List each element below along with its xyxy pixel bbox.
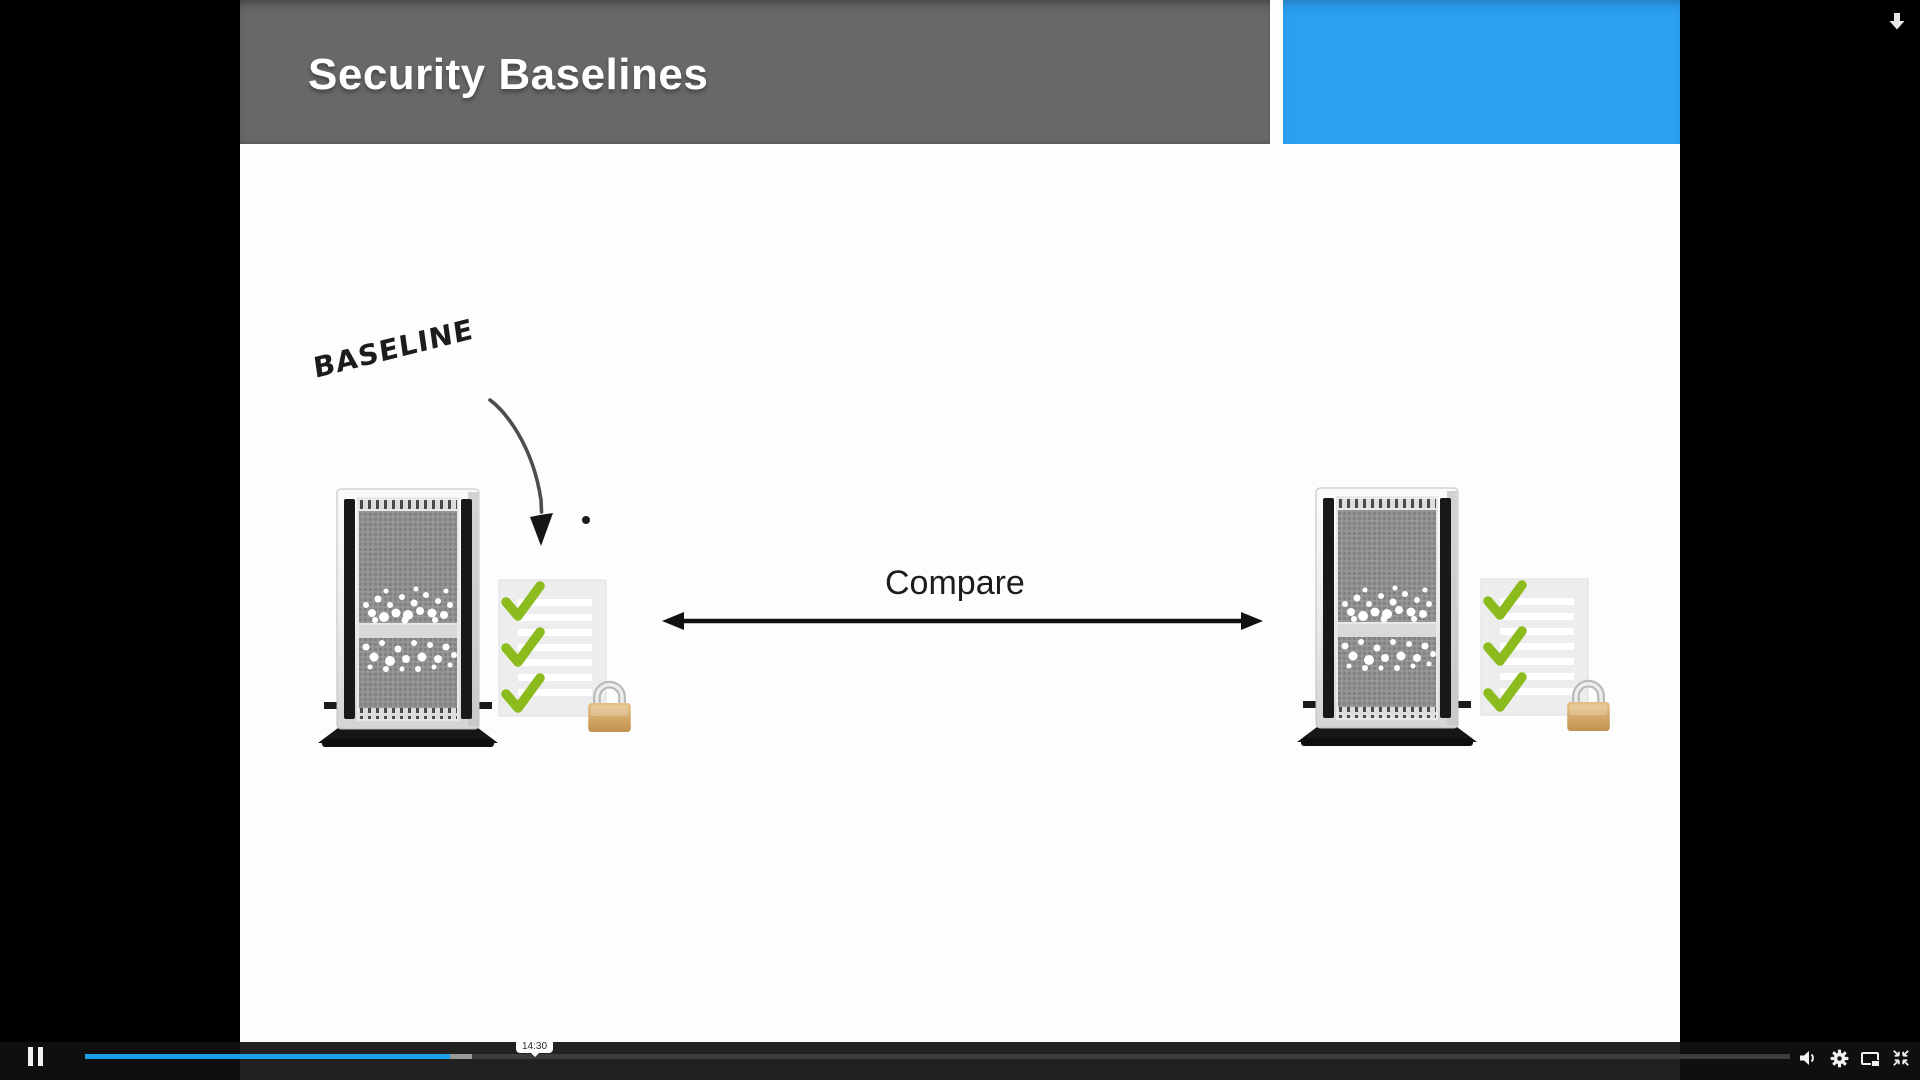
slide-canvas: Security Baselines BASELINE Compare xyxy=(240,0,1680,1080)
picture-in-picture-icon[interactable] xyxy=(1860,1048,1880,1068)
slide-header-accent xyxy=(1283,0,1680,144)
padlock-left-icon xyxy=(588,675,631,733)
volume-icon[interactable] xyxy=(1798,1048,1818,1068)
compare-arrow xyxy=(662,612,1263,630)
progress-bar[interactable]: 14:30 xyxy=(85,1039,1790,1059)
settings-gear-icon[interactable] xyxy=(1829,1048,1849,1068)
padlock-right-icon xyxy=(1567,674,1610,732)
player-right-controls xyxy=(1798,1045,1911,1071)
player-control-bar: 14:30 xyxy=(0,1039,1920,1080)
progress-played xyxy=(85,1054,450,1059)
baseline-annotation: BASELINE xyxy=(311,312,476,385)
curved-arrowhead xyxy=(530,513,553,546)
download-arrow-icon[interactable] xyxy=(1889,13,1905,31)
ink-dot xyxy=(582,516,590,524)
server-right-icon xyxy=(1297,486,1477,749)
server-left-icon xyxy=(318,487,498,750)
exit-fullscreen-icon[interactable] xyxy=(1891,1048,1911,1068)
time-tooltip: 14:30 xyxy=(516,1039,554,1057)
slide-header-bar: Security Baselines xyxy=(240,0,1270,144)
pause-icon[interactable] xyxy=(28,1047,44,1066)
compare-label: Compare xyxy=(885,564,1025,602)
slide-title: Security Baselines xyxy=(308,50,709,99)
